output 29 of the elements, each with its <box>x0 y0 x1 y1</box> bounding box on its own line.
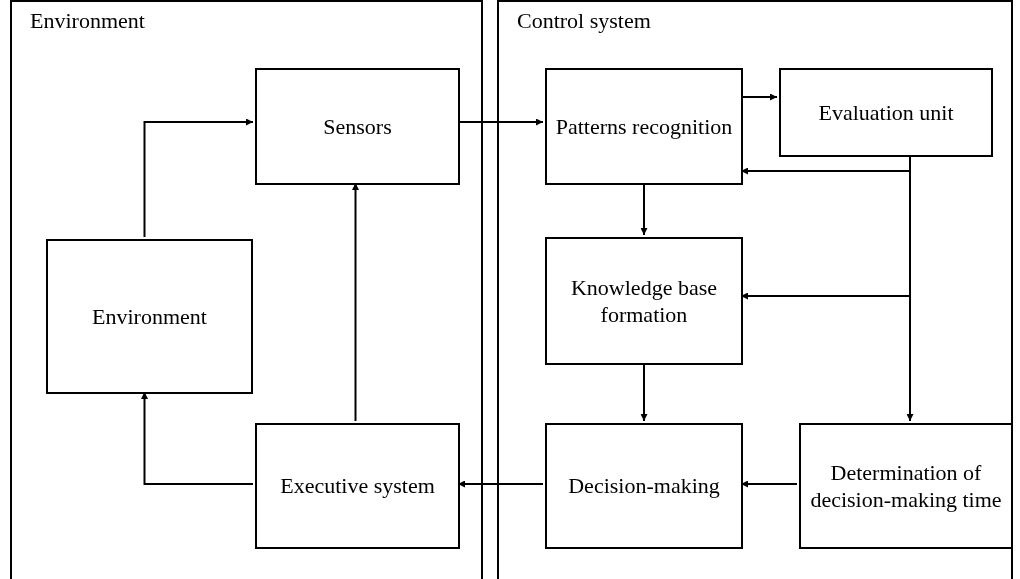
box-label: Evaluation unit <box>818 98 954 127</box>
arrow <box>640 182 648 236</box>
arrow <box>141 391 254 485</box>
panel-title: Control system <box>517 8 651 34</box>
arrow <box>740 93 778 101</box>
arrow <box>457 480 544 488</box>
box-label: Decision-making <box>568 472 720 500</box>
process-box <box>545 68 743 185</box>
arrow <box>457 118 544 126</box>
process-box <box>46 239 253 394</box>
box-label: Sensors <box>323 112 392 141</box>
process-box <box>779 68 993 157</box>
box-label: Patterns recognition <box>555 112 733 141</box>
process-box <box>255 423 460 549</box>
process-box <box>545 423 743 549</box>
arrow <box>352 182 359 422</box>
arrow <box>740 480 798 488</box>
arrow <box>143 118 254 238</box>
box-label: Determination of decision-making time <box>809 458 1003 514</box>
group-panel <box>10 0 483 579</box>
process-box <box>255 68 460 185</box>
box-label: Executive system <box>280 472 435 500</box>
group-panel <box>497 0 1013 579</box>
process-box <box>545 237 743 365</box>
box-label: Environment <box>92 302 207 331</box>
process-box <box>799 423 1013 549</box>
box-label: Knowledge base formation <box>570 273 718 329</box>
panel-title: Environment <box>30 8 145 34</box>
arrow <box>640 362 648 422</box>
